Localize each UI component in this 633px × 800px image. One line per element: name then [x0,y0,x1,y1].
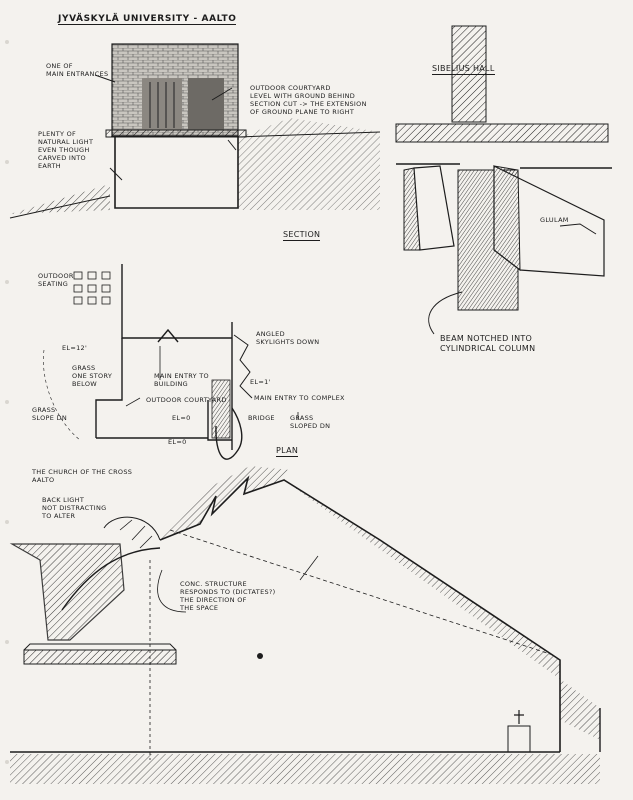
binder-hole [5,280,9,284]
jyvaskyla-title: JYVÄSKYLÄ UNIVERSITY - AALTO [58,14,237,25]
plan-label: PLAN [276,446,299,457]
note-natural-light: PLENTY OF NATURAL LIGHT EVEN THOUGH CARV… [38,130,94,170]
note-main-entry-complex: MAIN ENTRY TO COMPLEX [254,394,345,402]
binder-hole [5,400,9,404]
section-label: SECTION [283,230,321,241]
note-outdoor-courtyard: OUTDOOR COURTYARD LEVEL WITH GROUND BEHI… [250,84,367,116]
binder-hole [5,160,9,164]
binder-hole [5,760,9,764]
note-grass-slope-dn: GRASS SLOPE DN [32,406,67,422]
sibelius-sketch [395,25,612,335]
note-el-0-lower: EL=0 [168,438,187,446]
note-main-entrances: ONE OF MAIN ENTRANCES [46,62,109,78]
binder-hole [5,520,9,524]
note-angled-skylights: ANGLED SKYLIGHTS DOWN [256,330,320,346]
note-main-entry-building: MAIN ENTRY TO BUILDING [154,372,209,388]
note-back-light: BACK LIGHT NOT DISTRACTING TO ALTER [42,496,107,520]
note-outdoor-seating: OUTDOOR SEATING [38,272,74,288]
church-title: THE CHURCH OF THE CROSS AALTO [32,468,133,484]
note-el-0: EL=0 [172,414,191,422]
binder-hole [5,40,9,44]
note-grass-sloped-dn: GRASS SLOPED DN [290,414,331,430]
section-sketch [9,43,381,219]
sibelius-title: SIBELIUS HALL [432,64,495,75]
note-bridge: BRIDGE [248,414,275,422]
church-sketch [9,466,601,784]
note-el-1: EL=1' [250,378,271,386]
binder-hole [5,640,9,644]
note-glulam: GLULAM [540,216,569,224]
plan-sketch [43,264,299,460]
note-outdoor-courtyard-plan: OUTDOOR COURTYARD [146,396,227,404]
note-conc-structure: CONC. STRUCTURE RESPONDS TO (DICTATES?) … [180,580,276,612]
note-el-12: EL=12' [62,344,88,352]
note-beam-notched: BEAM NOTCHED INTO CYLINDRICAL COLUMN [440,334,536,353]
note-grass-below: GRASS ONE STORY BELOW [72,364,113,388]
